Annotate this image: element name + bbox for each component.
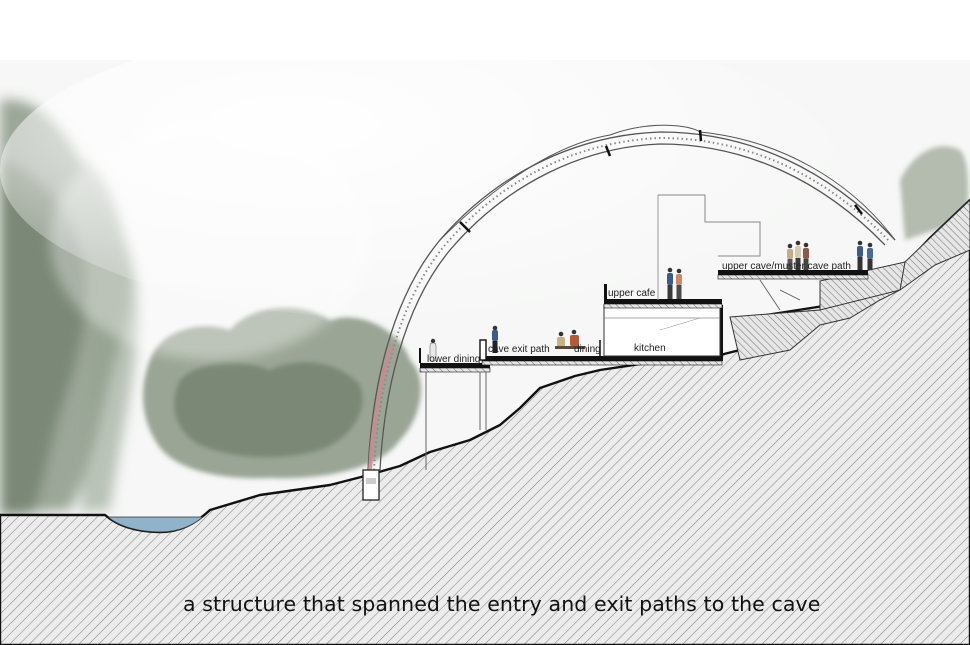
lower-dining-platform	[419, 348, 491, 470]
arch-structure	[367, 124, 896, 471]
people-upper-cave	[787, 240, 873, 270]
upper-cafe-deck	[603, 284, 723, 309]
caption: a structure that spanned the entry and e…	[183, 592, 821, 616]
kitchen-box	[603, 304, 721, 357]
upper-cave-deck	[717, 270, 869, 311]
label-cave-exit-path: cave exit path	[488, 344, 550, 355]
arch-foundation	[362, 469, 380, 501]
label-kitchen: kitchen	[634, 343, 666, 354]
people-dining	[555, 329, 585, 349]
people-upper-cafe	[667, 267, 682, 299]
upper-building	[658, 194, 761, 257]
person-cave-exit	[492, 325, 498, 353]
label-dining: dining	[574, 344, 601, 355]
red-tube	[368, 344, 394, 471]
label-upper-cafe: upper cafe	[608, 288, 656, 299]
label-lower-dining: lower dining	[427, 354, 480, 365]
people	[429, 240, 873, 362]
person-lower-dining	[429, 338, 437, 362]
label-upper-cave-path: upper cave/muster cave path	[722, 261, 851, 272]
water-pool	[106, 516, 205, 533]
